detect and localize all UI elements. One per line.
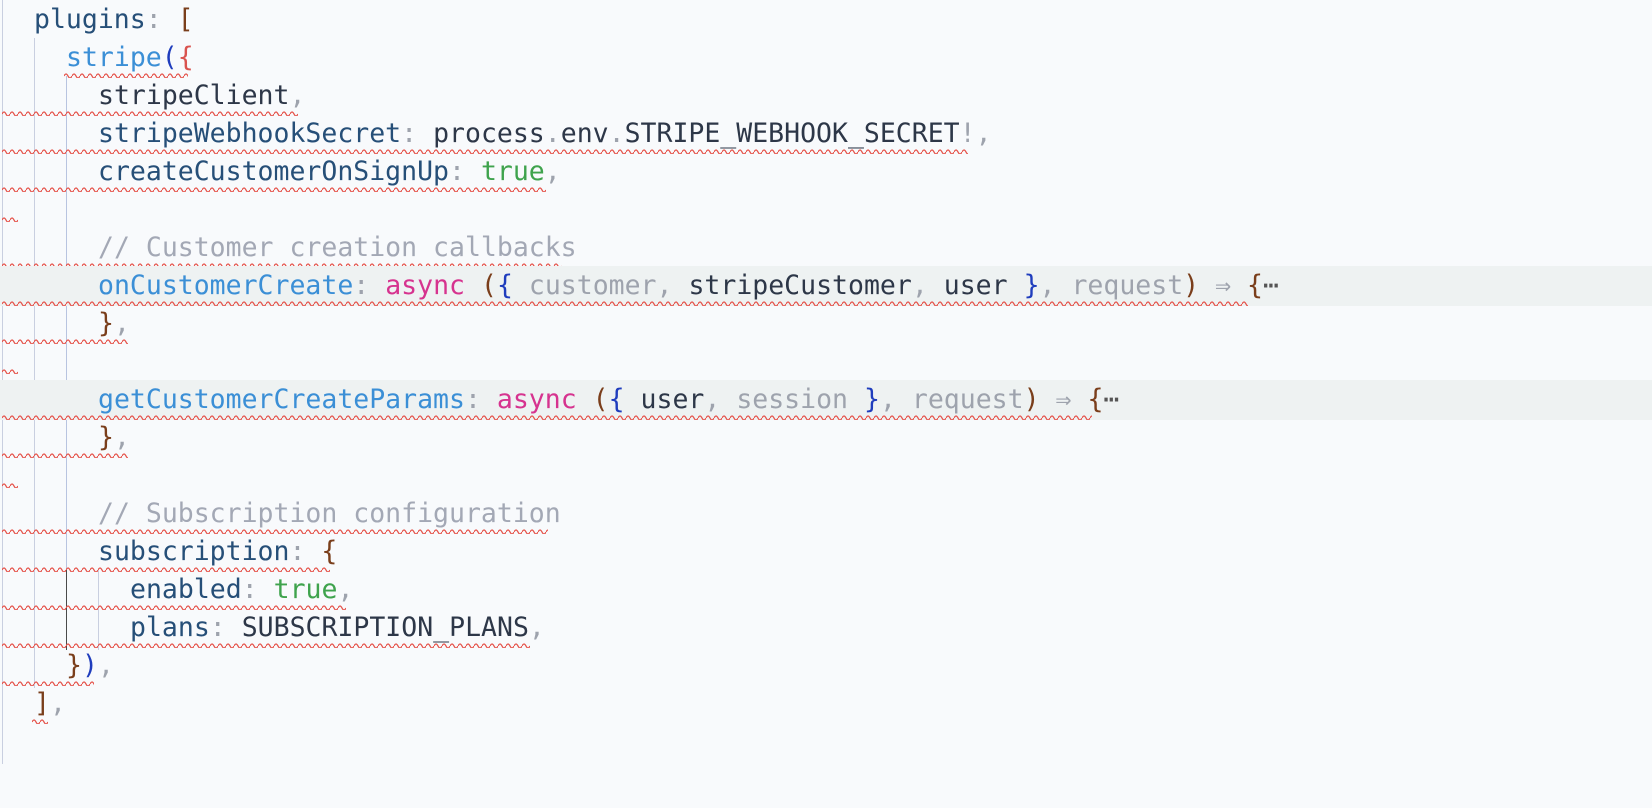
error-squiggle bbox=[2, 300, 1248, 306]
code-line[interactable]: enabled: true, bbox=[0, 570, 1652, 610]
error-squiggle bbox=[2, 110, 298, 116]
property-name: stripeClient bbox=[98, 80, 290, 111]
error-squiggle bbox=[2, 642, 530, 648]
code-comment: // Customer creation callbacks bbox=[98, 232, 577, 263]
error-squiggle bbox=[2, 414, 1092, 420]
indent-guide bbox=[34, 38, 35, 688]
error-squiggle bbox=[2, 528, 548, 534]
error-squiggle bbox=[32, 718, 48, 724]
error-squiggle bbox=[2, 262, 562, 268]
code-line[interactable]: // Customer creation callbacks bbox=[0, 228, 1652, 268]
code-line-empty[interactable] bbox=[0, 342, 1652, 382]
code-line-empty[interactable] bbox=[0, 456, 1652, 496]
error-squiggle bbox=[2, 604, 346, 610]
error-squiggle bbox=[64, 72, 188, 78]
property-name: enabled bbox=[130, 574, 242, 605]
error-squiggle bbox=[2, 148, 968, 154]
code-line[interactable]: // Subscription configuration bbox=[0, 494, 1652, 534]
error-squiggle bbox=[2, 680, 94, 686]
code-line-folded[interactable]: onCustomerCreate: async ({ customer, str… bbox=[0, 266, 1652, 306]
property-name: plugins bbox=[34, 4, 146, 35]
code-comment: // Subscription configuration bbox=[98, 498, 561, 529]
error-squiggle bbox=[2, 338, 128, 344]
code-editor[interactable]: plugins: [ stripe({ stripeClient, stripe… bbox=[0, 0, 1652, 764]
code-line[interactable]: }), bbox=[0, 646, 1652, 686]
code-line[interactable]: createCustomerOnSignUp: true, bbox=[0, 152, 1652, 192]
error-squiggle bbox=[2, 368, 18, 374]
code-line[interactable]: ], bbox=[0, 684, 1652, 724]
code-line[interactable]: stripeClient, bbox=[0, 76, 1652, 116]
code-line[interactable]: plugins: [ bbox=[34, 4, 194, 35]
fold-ellipsis-icon[interactable]: ⋯ bbox=[1103, 384, 1120, 415]
code-line[interactable]: plans: SUBSCRIPTION_PLANS, bbox=[0, 608, 1652, 648]
fold-ellipsis-icon[interactable]: ⋯ bbox=[1263, 270, 1279, 301]
property-name: onCustomerCreate bbox=[98, 270, 354, 301]
function-name: stripe bbox=[66, 42, 162, 73]
indent-guide bbox=[98, 570, 99, 650]
property-name: stripeWebhookSecret bbox=[98, 118, 402, 149]
error-squiggle bbox=[2, 186, 546, 192]
code-line[interactable]: stripeWebhookSecret: process.env.STRIPE_… bbox=[0, 114, 1652, 154]
property-name: getCustomerCreateParams bbox=[98, 384, 465, 415]
property-name: createCustomerOnSignUp bbox=[98, 156, 449, 187]
code-line-empty[interactable] bbox=[0, 190, 1652, 230]
code-line[interactable]: subscription: { bbox=[0, 532, 1652, 572]
error-squiggle bbox=[2, 452, 128, 458]
code-line[interactable]: stripe({ bbox=[0, 38, 1652, 78]
error-squiggle bbox=[2, 566, 330, 572]
indent-guide bbox=[66, 76, 67, 650]
code-line[interactable]: }, bbox=[0, 304, 1652, 344]
property-name: plans bbox=[130, 612, 210, 643]
error-squiggle bbox=[2, 482, 18, 488]
property-name: subscription bbox=[98, 536, 290, 567]
indent-guide-active bbox=[66, 570, 67, 650]
code-line[interactable]: }, bbox=[0, 418, 1652, 458]
code-line-folded[interactable]: getCustomerCreateParams: async ({ user, … bbox=[0, 380, 1652, 420]
error-squiggle bbox=[2, 216, 18, 222]
